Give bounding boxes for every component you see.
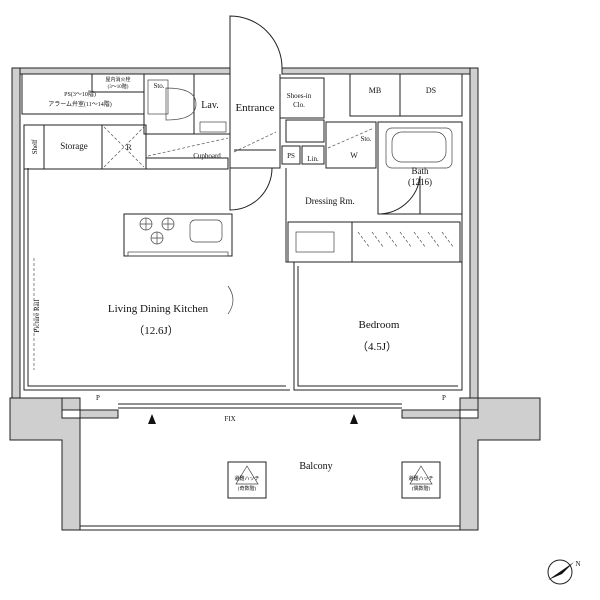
bedroom-label: Bedroom: [359, 319, 400, 331]
ps-small-label: PS: [287, 152, 295, 160]
stove-icon: [139, 217, 175, 245]
window-arrow-icons: [148, 414, 358, 424]
hatch-right-line1: 避難ハッチ: [408, 475, 433, 482]
picture-rail-label: Picture Rail: [33, 299, 41, 332]
fix-label: FIX: [224, 415, 235, 423]
hatch-right-line2: (偶数階): [412, 485, 431, 492]
bath-storage-label: Sto.: [360, 135, 371, 143]
refrigerator-label: R: [126, 143, 132, 152]
entrance-label: Entrance: [235, 102, 274, 114]
shoes-closet-label-2: Clo.: [293, 101, 305, 109]
doors: [227, 15, 421, 315]
balcony-label: Balcony: [299, 461, 332, 472]
compass-icon: [547, 559, 574, 585]
lav-label: Lav.: [201, 100, 218, 111]
ds-label: DS: [426, 86, 436, 95]
interior-walls: [23, 73, 463, 531]
shoes-closet-label: Shoes-in: [287, 92, 312, 100]
hydrant-tag-line2: (3～10階): [108, 83, 129, 90]
dressing-room-label: Dressing Rm.: [305, 196, 355, 206]
hatch-left-line1: 避難ハッチ: [234, 475, 259, 482]
ldk-label: Living Dining Kitchen: [108, 303, 209, 315]
pipe-label-right: P: [442, 394, 446, 402]
washer-label: W: [350, 151, 358, 160]
escape-hatches: [227, 461, 441, 499]
hydrant-tag-line1: 屋内消火栓: [105, 76, 130, 83]
shelf-label: Shelf: [31, 139, 39, 154]
ldk-size-label: （12.6J）: [133, 324, 179, 337]
exterior-walls: [9, 67, 541, 531]
ps-box-line2: アラーム弁室(11～14階): [48, 100, 112, 108]
linen-label: Lin.: [307, 155, 319, 163]
cupboard-label: Cupboard: [193, 152, 221, 160]
bath-label: Bath: [412, 166, 429, 176]
labels: Living Dining Kitchen （12.6J） Bedroom （4…: [31, 76, 581, 568]
bedroom-size-label: （4.5J）: [357, 340, 397, 353]
bath-size-label: (1216): [408, 177, 432, 187]
compass-label: N: [575, 560, 580, 568]
pipe-label-left: P: [96, 394, 100, 402]
storage-label: Storage: [60, 141, 88, 151]
hatch-left-line2: (奇数階): [238, 485, 257, 492]
mb-label: MB: [369, 86, 381, 95]
toilet-storage-label: Sto.: [153, 82, 164, 90]
ps-box-line1: PS(3～10階): [64, 90, 96, 98]
